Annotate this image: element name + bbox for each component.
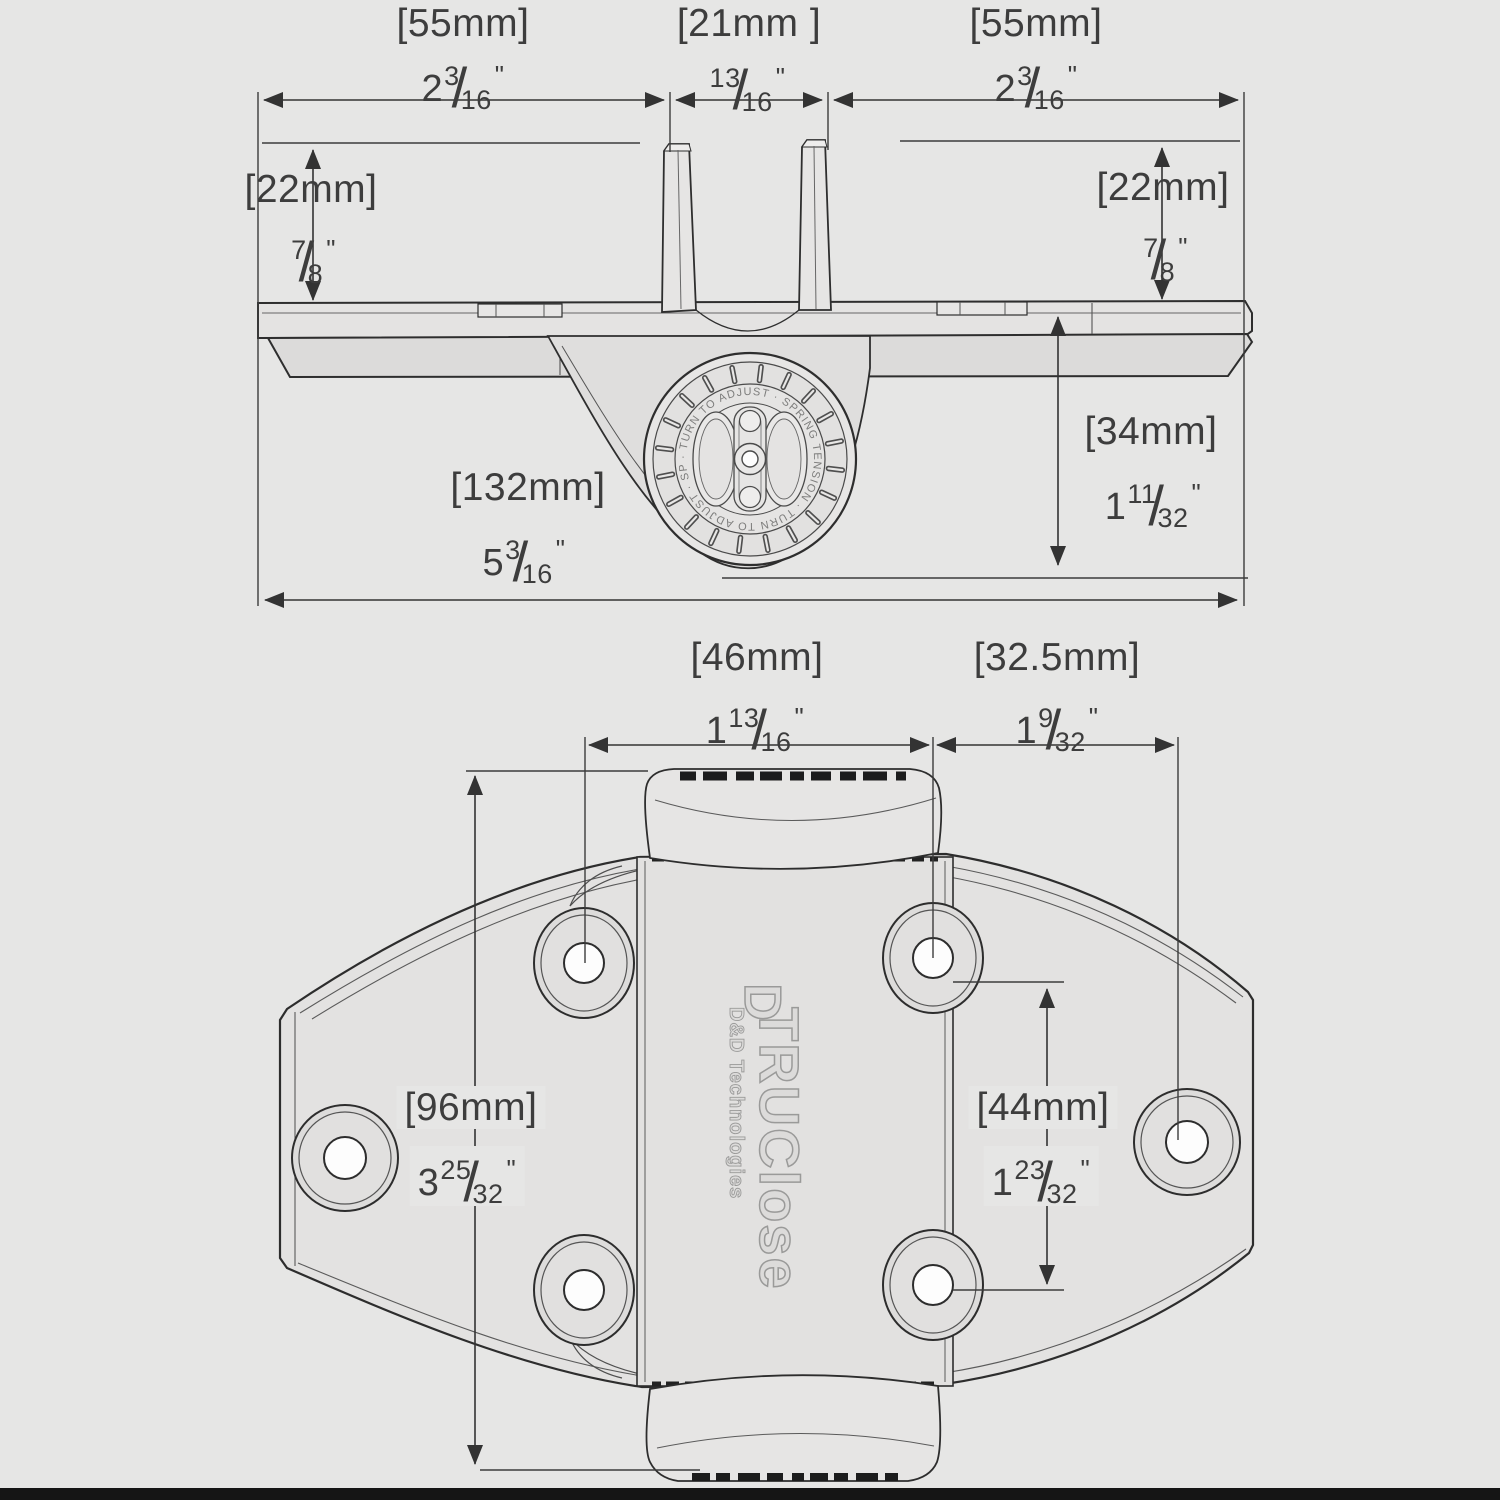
dim-55mm-left-imperial: 23/16" <box>421 56 505 119</box>
dim-34mm-imperial: 111/32" <box>1104 474 1202 537</box>
dim-21mm-metric: [21mm ] <box>676 2 822 45</box>
plan-view-extension-lines <box>466 737 1179 1471</box>
dim-132mm-metric: [132mm] <box>450 466 606 509</box>
dim-44mm-metric: [44mm] <box>968 1086 1118 1129</box>
dim-46mm-imperial: 113/16" <box>705 698 805 761</box>
dim-55mm-left-metric: [55mm] <box>396 2 530 45</box>
dim-44mm-imperial: 123/32" <box>983 1146 1099 1210</box>
dim-96mm-metric: [96mm] <box>396 1086 546 1129</box>
top-view-dimension-lines <box>263 92 1239 608</box>
screw-hole-bottom-left <box>533 1234 635 1346</box>
dim-32-5mm-metric: [32.5mm] <box>973 636 1141 679</box>
top-view-extension-lines <box>257 92 1248 606</box>
screw-hole-bottom-right <box>882 1229 984 1341</box>
dim-96mm-imperial: 325/32" <box>409 1146 525 1210</box>
large-screw-hole-left <box>291 1104 399 1212</box>
screw-holes <box>291 902 1241 1346</box>
dim-22mm-right-imperial: 7/8" <box>1143 228 1188 291</box>
dim-21mm-imperial: 13/16" <box>709 58 786 121</box>
dim-34mm-metric: [34mm] <box>1084 410 1218 453</box>
top-cap <box>644 768 943 870</box>
mounting-prongs <box>661 139 832 332</box>
bottom-crop-bar <box>0 1488 1500 1500</box>
large-screw-hole-right <box>1133 1088 1241 1196</box>
dim-22mm-left-imperial: 7/8" <box>291 230 336 293</box>
dim-55mm-right-imperial: 23/16" <box>994 56 1078 119</box>
dim-32-5mm-imperial: 19/32" <box>1015 698 1099 761</box>
bottom-cap <box>645 1374 942 1482</box>
dim-22mm-left-metric: [22mm] <box>244 168 378 211</box>
dim-132mm-imperial: 53/16" <box>482 530 566 593</box>
screw-hole-top-left <box>533 907 635 1019</box>
plan-view-drawing <box>278 737 1255 1482</box>
knob-knurl-spokes <box>654 363 846 555</box>
dim-46mm-metric: [46mm] <box>690 636 824 679</box>
dim-55mm-right-metric: [55mm] <box>969 2 1103 45</box>
dim-22mm-right-metric: [22mm] <box>1096 166 1230 209</box>
